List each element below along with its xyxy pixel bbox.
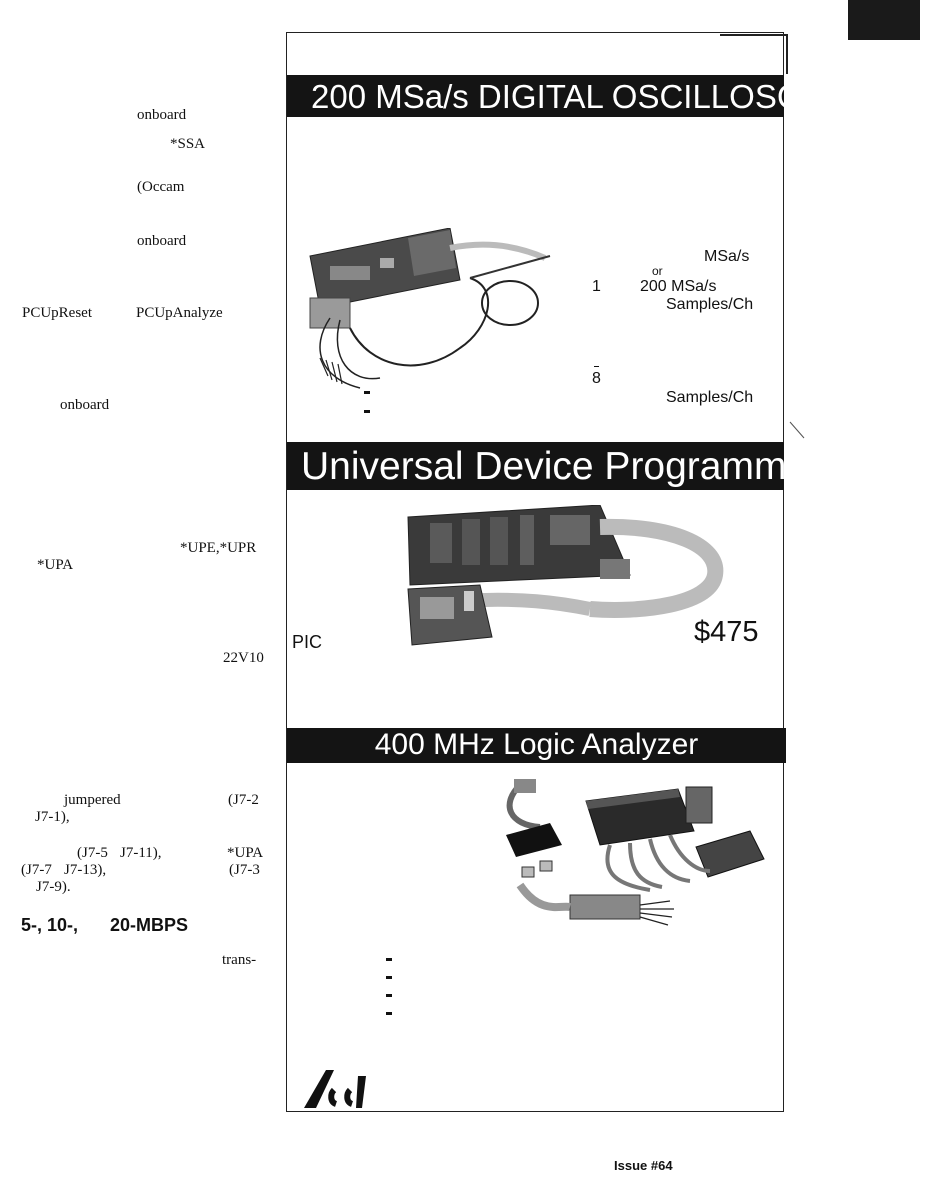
bullet-marker [386,1012,392,1015]
spec-text: Samples/Ch [666,296,754,313]
text-fragment: *UPA [37,557,74,573]
oscilloscope-title: 200 MSa/s DIGITAL OSCILLOSCOPE [287,75,784,117]
text-fragment: J7-11), [120,845,162,861]
bullet-marker [386,976,392,979]
text-fragment: onboard [137,233,187,249]
spec-text: 8 [592,370,601,387]
spec-text: or [652,264,663,278]
text-fragment: onboard [137,107,187,123]
section-heading-part: 5-, 10-, [21,915,79,935]
programmer-price: $475 [694,616,759,648]
advertisement-frame [286,32,784,1112]
issue-number: Issue #64 [614,1158,673,1173]
spec-text: 200 MSa/s [640,278,717,295]
programmer-product-photo [407,505,724,646]
text-fragment: jumpered [64,792,121,808]
frame-rule [786,34,788,74]
bullet-marker [386,958,392,961]
stray-mark [789,421,805,439]
text-fragment: (J7-7 [21,862,52,878]
bullet-marker [364,410,370,413]
frame-rule [720,34,786,36]
text-fragment: onboard [60,397,110,413]
oscilloscope-product-photo [309,228,551,389]
bullet-marker [364,391,370,394]
text-fragment: *UPE,*UPR [180,540,257,556]
text-fragment: PCUpAnalyze [136,305,223,321]
programmer-title: Universal Device Programmer [287,442,784,490]
spec-text: MSa/s [704,248,750,265]
text-fragment: trans- [222,952,257,968]
text-fragment: (J7-3 [229,862,260,878]
section-heading-part: 20-MBPS [110,915,189,935]
spec-text: 1 [592,278,601,295]
programmer-pic: PIC [292,632,323,652]
company-logo-icon [304,1070,366,1108]
text-fragment: J7-9). [36,879,71,895]
text-fragment: 22V10 [223,650,264,666]
analyzer-product-photo [506,779,765,926]
analyzer-title: 400 MHz Logic Analyzer [287,728,786,763]
text-fragment: *UPA [227,845,264,861]
text-fragment: J7-13), [64,862,107,878]
text-fragment: (J7-2 [228,792,259,808]
text-fragment: *SSA [170,136,206,152]
text-fragment: (Occam [137,179,185,195]
text-fragment: J7-1), [35,809,70,825]
spec-dash [594,366,599,367]
text-fragment: (J7-5 [77,845,108,861]
text-fragment: PCUpReset [22,305,93,321]
spec-text: Samples/Ch [666,389,754,406]
corner-tab [848,0,920,40]
bullet-marker [386,994,392,997]
